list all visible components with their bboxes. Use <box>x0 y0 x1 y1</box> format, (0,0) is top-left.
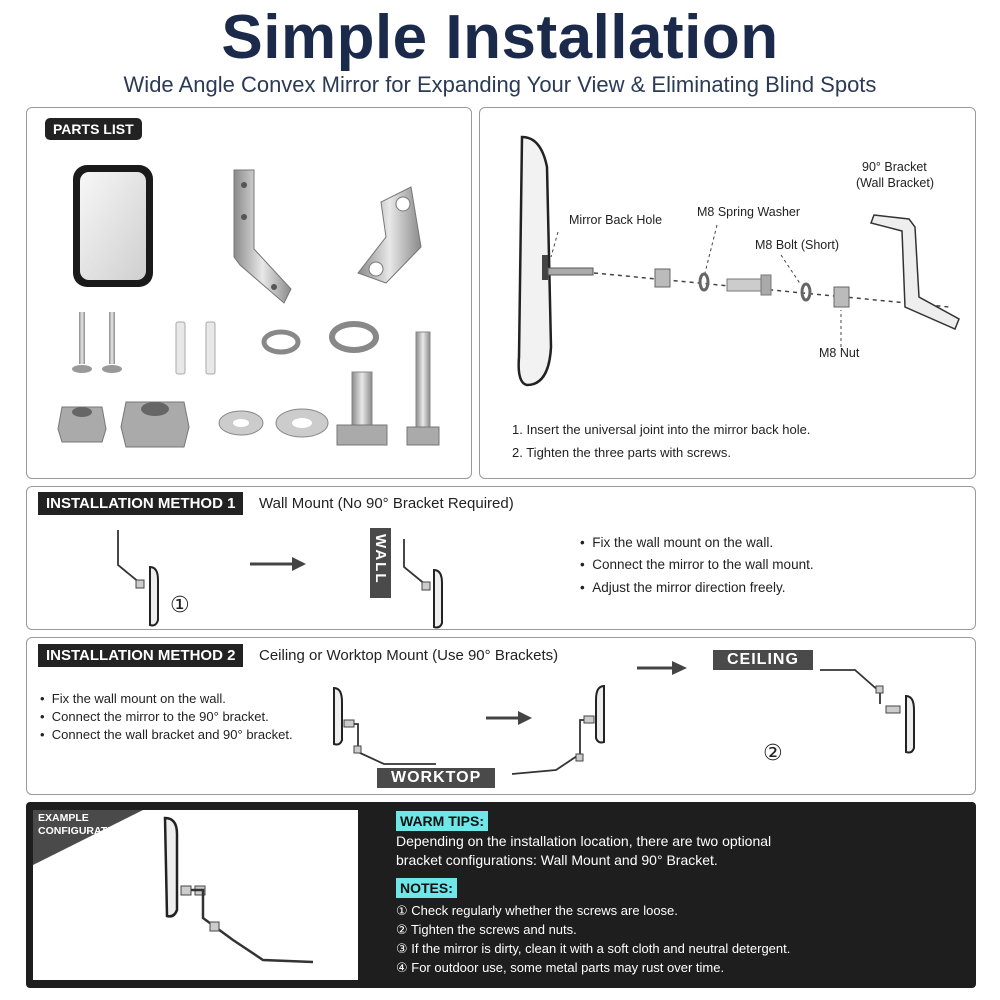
method1-bullet-1: • Fix the wall mount on the wall. <box>580 535 774 550</box>
assembly-panel <box>479 107 976 479</box>
hex-nut-icon <box>57 401 190 448</box>
parts-illustration <box>57 165 440 448</box>
label-mirror-back-hole: Mirror Back Hole <box>569 213 663 227</box>
example-tag-line2: CONFIGURATION <box>38 825 126 837</box>
method1-diagram-before <box>117 530 159 627</box>
method1-bullet-2: • Connect the mirror to the wall mount. <box>580 557 814 572</box>
mirror-part-icon <box>73 165 153 287</box>
wall-tag: WALL <box>370 528 391 598</box>
method2-bullet-2-text: Connect the mirror to the 90° bracket. <box>51 709 269 724</box>
arrow-right-icon-2 <box>486 711 532 725</box>
arrow-right-icon-3 <box>637 661 687 675</box>
angle-bracket-part-icon <box>357 186 422 284</box>
label-bracket-line2: (Wall Bracket) <box>856 176 935 190</box>
arrow-right-icon <box>250 557 306 571</box>
worktop-tag: WORKTOP <box>377 768 496 788</box>
label-nut: M8 Nut <box>819 346 860 360</box>
label-bracket-line1: 90° Bracket <box>862 160 927 174</box>
method1-diagram-after <box>403 539 443 629</box>
example-configuration-diagram <box>33 810 314 964</box>
method1-badge: INSTALLATION METHOD 1 <box>38 492 244 515</box>
note-1: ① Check regularly whether the screws are… <box>396 903 678 918</box>
note-3: ③ If the mirror is dirty, clean it with … <box>396 941 791 956</box>
method1-step-number: ① <box>170 592 190 617</box>
method2-flipped-diagram <box>511 684 605 775</box>
method1-bullet-1-text: Fix the wall mount on the wall. <box>592 535 774 550</box>
bolt-short-icon <box>336 371 388 446</box>
note-4: ④ For outdoor use, some metal parts may … <box>396 960 725 975</box>
method2-badge: INSTALLATION METHOD 2 <box>38 644 244 667</box>
wall-anchor-icon <box>175 321 216 375</box>
notes-label: NOTES: <box>396 878 457 898</box>
method2-step-number: ② <box>763 740 783 765</box>
page-subtitle: Wide Angle Convex Mirror for Expanding Y… <box>123 72 877 97</box>
method2-heading: Ceiling or Worktop Mount (Use 90° Bracke… <box>259 647 559 664</box>
example-tag-line1: EXAMPLE <box>38 812 89 824</box>
label-bolt-short: M8 Bolt (Short) <box>755 238 840 252</box>
flat-washer-icon <box>218 408 329 438</box>
note-2: ② Tighten the screws and nuts. <box>396 922 577 937</box>
method1-heading: Wall Mount (No 90° Bracket Required) <box>259 495 514 512</box>
method2-bullet-2: • Connect the mirror to the 90° bracket. <box>40 709 269 724</box>
method2-ceiling-diagram <box>820 669 915 754</box>
warm-tip-line-2: bracket configurations: Wall Mount and 9… <box>396 852 718 868</box>
wood-screw-icon <box>72 312 122 373</box>
assembly-step-1: 1. Insert the universal joint into the m… <box>512 422 811 437</box>
page-title: Simple Installation <box>221 3 779 72</box>
method2-bullet-3-text: Connect the wall bracket and 90° bracket… <box>51 727 293 742</box>
ceiling-tag: CEILING <box>713 650 813 670</box>
method2-bullet-1: • Fix the wall mount on the wall. <box>40 691 226 706</box>
warm-tip-line-1: Depending on the installation location, … <box>396 833 772 849</box>
method2-bullet-1-text: Fix the wall mount on the wall. <box>51 691 226 706</box>
warm-tips-label: WARM TIPS: <box>396 811 488 831</box>
assembly-diagram <box>517 135 960 387</box>
method1-bullet-3-text: Adjust the mirror direction freely. <box>592 580 786 595</box>
parts-list-badge: PARTS LIST <box>45 118 142 140</box>
label-spring-washer: M8 Spring Washer <box>697 205 801 219</box>
spring-washer-icon <box>261 321 379 355</box>
method2-bullet-3: • Connect the wall bracket and 90° brack… <box>40 727 293 742</box>
method1-bullet-2-text: Connect the mirror to the wall mount. <box>592 557 814 572</box>
bolt-long-icon <box>406 331 440 446</box>
wall-bracket-part-icon <box>233 169 292 304</box>
assembly-step-2: 2. Tighten the three parts with screws. <box>512 445 731 460</box>
method1-bullet-3: • Adjust the mirror direction freely. <box>580 580 786 595</box>
method2-worktop-diagram <box>333 686 436 765</box>
